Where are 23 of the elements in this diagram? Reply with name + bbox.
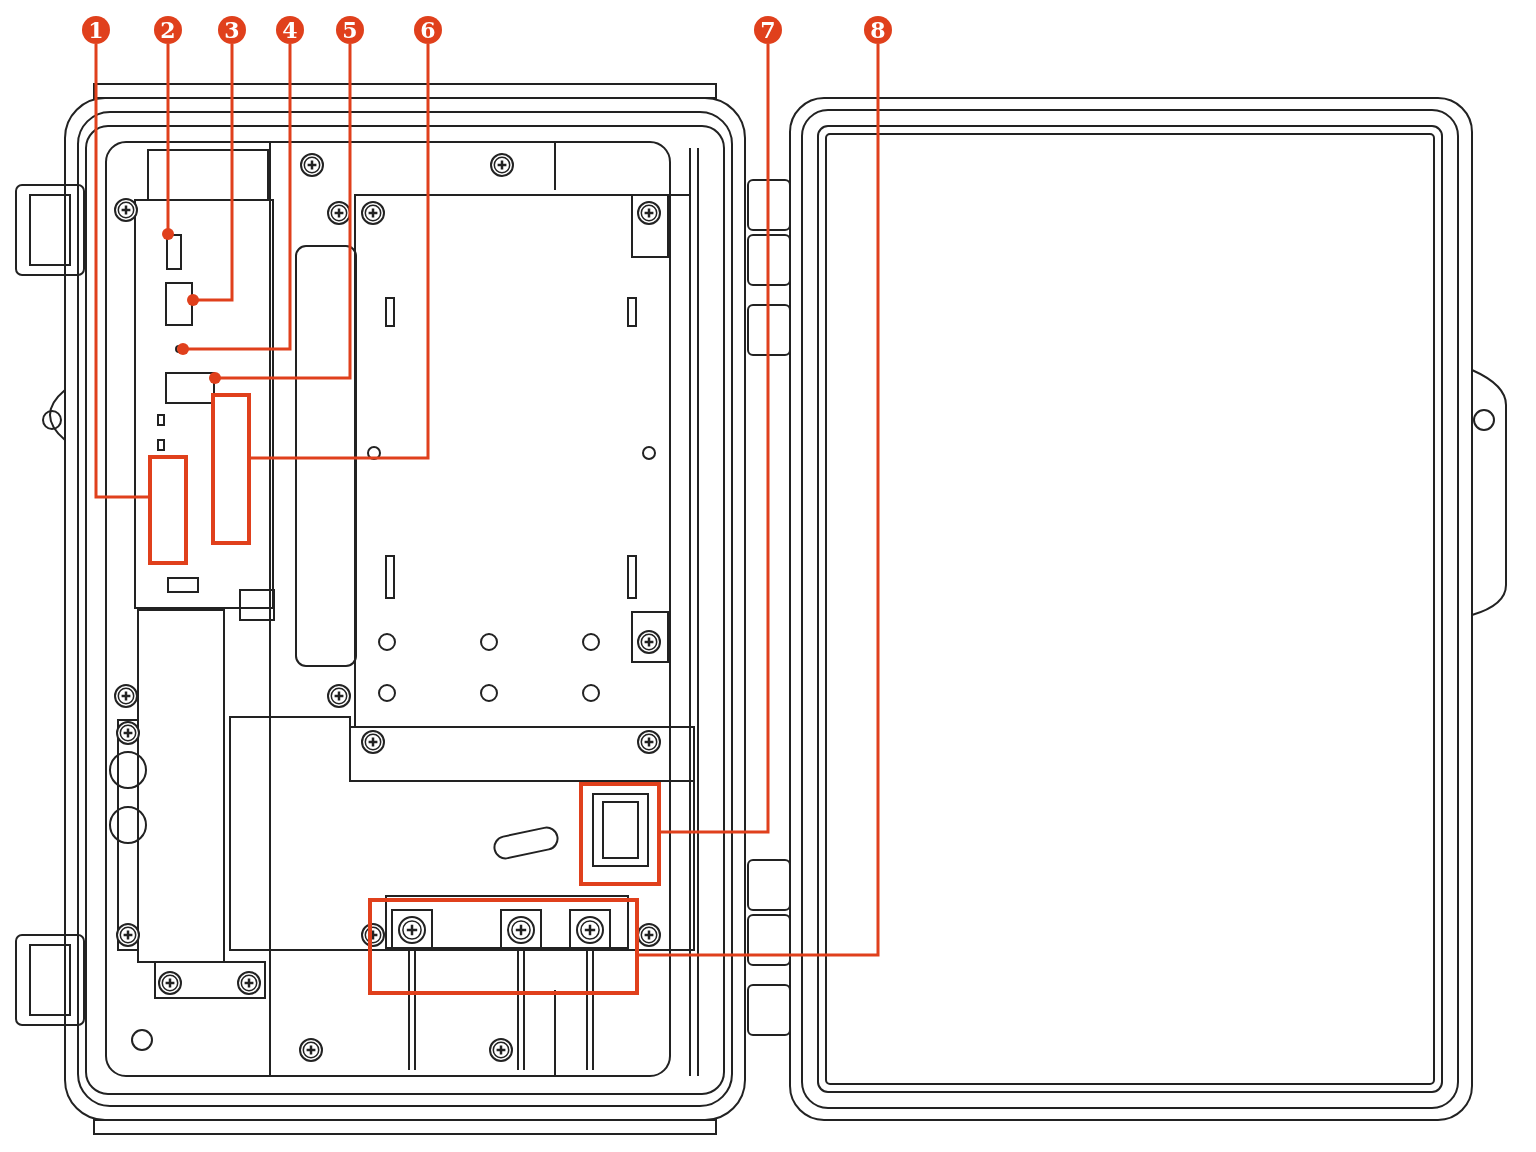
callout-number: 2 bbox=[154, 16, 182, 44]
highlight-frame bbox=[579, 782, 661, 886]
leader-line bbox=[661, 44, 770, 834]
leader-line bbox=[187, 44, 234, 306]
highlight-frame bbox=[211, 393, 251, 545]
callout-number: 4 bbox=[276, 16, 304, 44]
leader-line bbox=[251, 44, 430, 460]
callout-number: 3 bbox=[218, 16, 246, 44]
usb-port bbox=[166, 234, 182, 270]
callout-number: 7 bbox=[754, 16, 782, 44]
callout-number: 8 bbox=[864, 16, 892, 44]
callout-number: 6 bbox=[414, 16, 442, 44]
leader-line bbox=[94, 44, 148, 499]
usb-port bbox=[165, 372, 215, 404]
leader-line bbox=[639, 44, 880, 957]
callout-number: 5 bbox=[336, 16, 364, 44]
dip-switch bbox=[165, 282, 193, 326]
highlight-frame bbox=[368, 898, 639, 995]
leader-line bbox=[162, 44, 174, 240]
callout-number: 1 bbox=[82, 16, 110, 44]
highlight-frame bbox=[148, 455, 188, 565]
leader-line bbox=[209, 44, 352, 384]
leader-line bbox=[177, 44, 292, 355]
